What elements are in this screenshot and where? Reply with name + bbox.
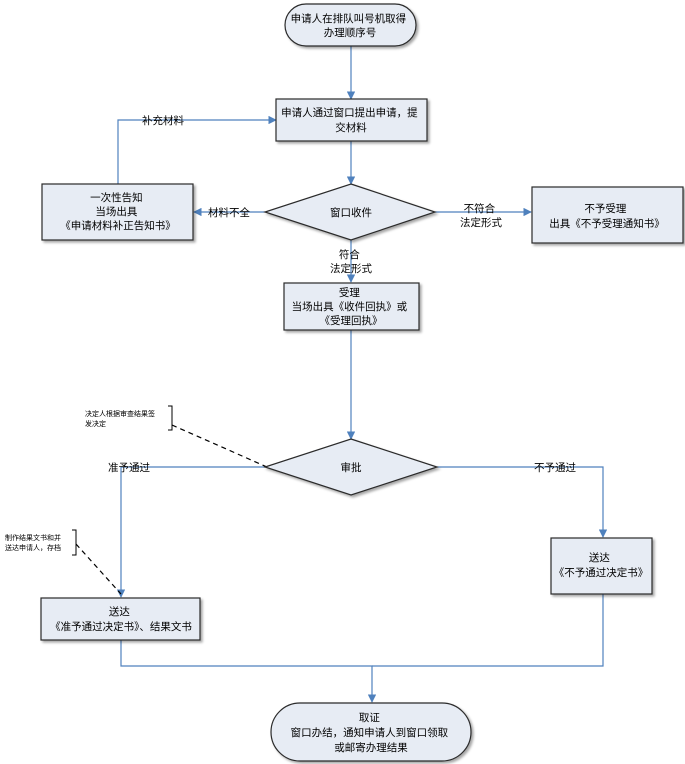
note-connector-decision	[171, 424, 268, 468]
note-connector-doc	[75, 543, 122, 595]
edge-approve-no	[437, 466, 608, 538]
deliver-yes-node	[40, 597, 201, 641]
nodes	[40, 3, 684, 762]
note-connectors	[75, 424, 268, 595]
approve-decision	[263, 438, 439, 496]
edge-no-end	[372, 594, 604, 667]
doc-note-text: 制作结果文书和并 送达申请人，存档	[5, 533, 63, 552]
note-brackets	[72, 405, 173, 556]
label-conform: 符合 法定形式	[330, 248, 372, 275]
decision-note-text: 决定人根据审查结果签 发决定	[85, 409, 157, 428]
label-not-conform: 不符合 法定形式	[460, 202, 502, 229]
start-node	[284, 3, 417, 47]
label-incomplete: 材料不全	[208, 206, 250, 219]
deliver-no-text: 送达 《不予通过决定书》	[554, 551, 649, 579]
label-not-pass: 不予通过	[534, 461, 576, 474]
submit-text: 申请人通过窗口提出申请，提 交材料	[281, 106, 421, 134]
edge-notify-submit	[117, 115, 277, 184]
receive-text: 窗口收件	[330, 206, 372, 219]
end-text: 取证 窗口办结，通知申请人到窗口领取 或邮寄办理结果	[291, 712, 452, 754]
deliver-yes-text: 送达 《准予通过决定书》、结果文书	[50, 605, 192, 633]
edge-yes-end	[120, 640, 377, 703]
label-supplement: 补充材料	[142, 114, 184, 127]
accept-text: 受理 当场出具《收件回执》或 《受理回执》	[292, 287, 411, 327]
approve-text: 审批	[341, 461, 362, 474]
edge-approve-yes	[116, 466, 265, 598]
note-bracket-decision	[168, 405, 173, 431]
node-texts: 申请人在排队叫号机取得 办理顺序号 申请人通过窗口提出申请，提 交材料 窗口收件…	[50, 12, 665, 754]
accept-node	[283, 282, 420, 331]
edge-labels: 补充材料 材料不全 不符合 法定形式 符合 法定形式 准予通过 不予通过	[108, 114, 576, 474]
note-bracket-doc	[72, 529, 77, 556]
note-texts: 决定人根据审查结果签 发决定 制作结果文书和并 送达申请人，存档	[5, 409, 157, 552]
receive-decision	[263, 183, 437, 241]
notify-once-text: 一次性告知 当场出具 《申请材料补正告知书》	[60, 191, 176, 232]
reject-accept-text: 不予受理 出具《不予受理通知书》	[549, 203, 665, 230]
end-node	[270, 702, 472, 762]
start-text: 申请人在排队叫号机取得 办理顺序号	[291, 12, 410, 39]
edges	[116, 46, 608, 703]
reject-accept-node	[531, 186, 684, 244]
deliver-no-node	[550, 537, 653, 595]
submit-node	[275, 98, 428, 142]
label-pass: 准予通过	[108, 461, 150, 474]
notify-once-node	[41, 183, 194, 241]
